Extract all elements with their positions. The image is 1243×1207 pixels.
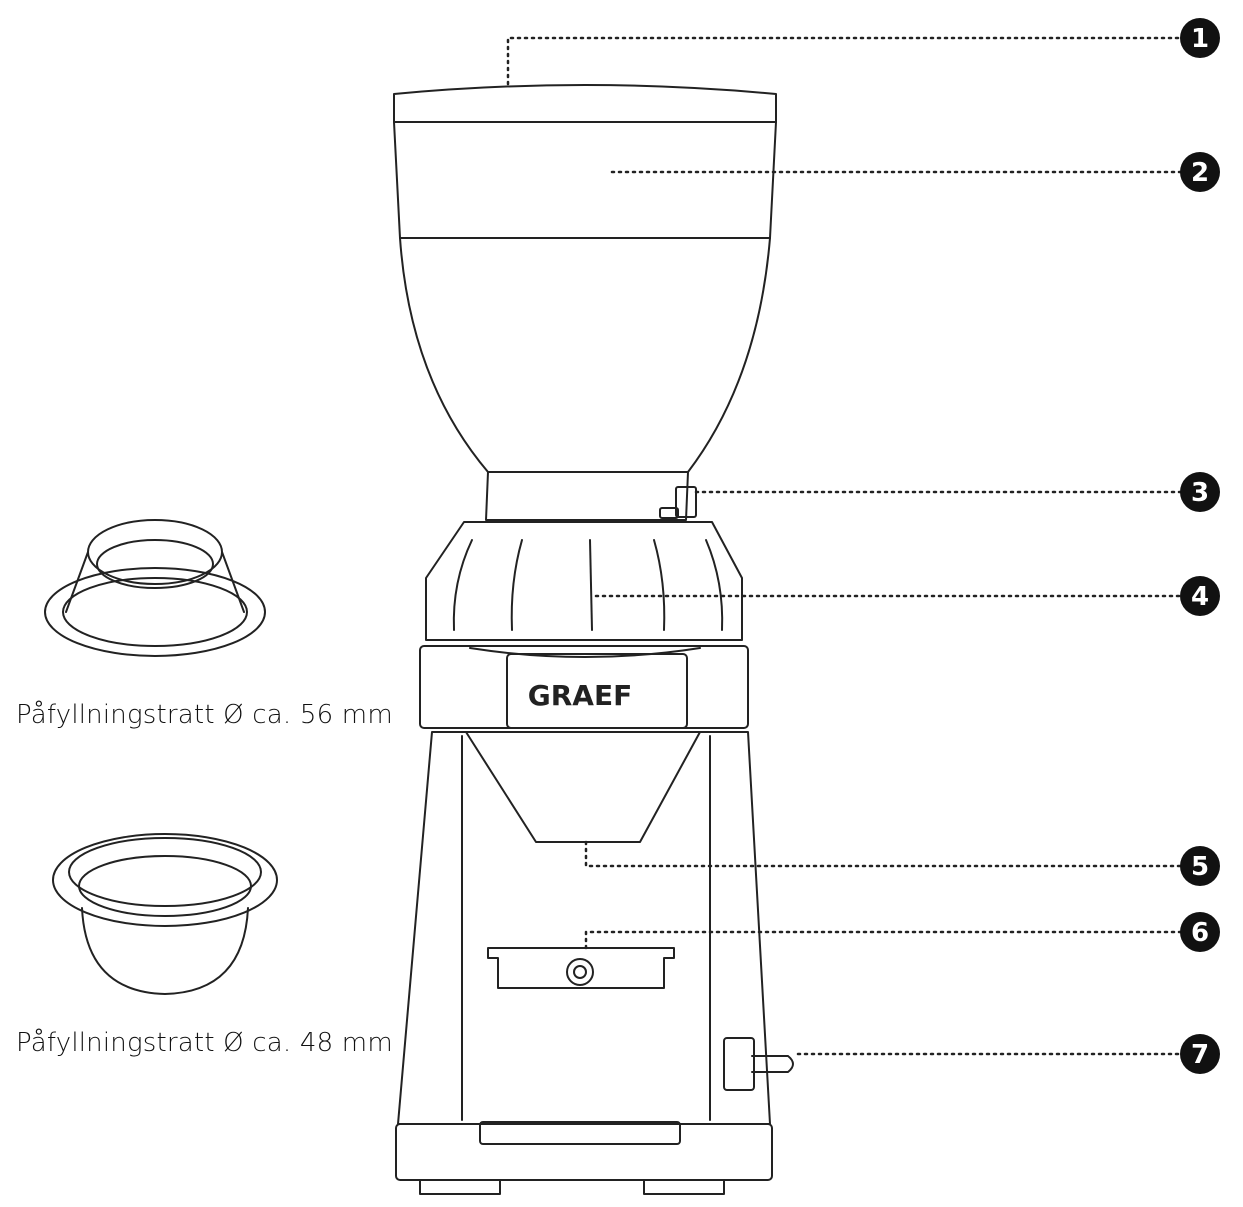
on-off-switch — [751, 1055, 794, 1073]
leader-lines — [506, 36, 1182, 1056]
funnel-56mm-caption: Påfyllningstratt Ø ca. 56 mm — [16, 700, 393, 730]
callout-2: 2 — [1180, 152, 1220, 192]
foot-left — [419, 1179, 501, 1195]
svg-text:6: 6 — [1191, 918, 1209, 948]
svg-text:1: 1 — [1191, 24, 1209, 54]
hopper-lock-base — [659, 507, 679, 519]
holder-knob — [566, 958, 594, 986]
holder-knob-inner — [573, 965, 587, 979]
hopper-lid — [393, 84, 777, 123]
portafilter-holder — [487, 947, 675, 989]
funnel-48mm-caption: Påfyllningstratt Ø ca. 48 mm — [16, 1028, 393, 1058]
callout-5: 5 — [1180, 846, 1220, 886]
svg-text:2: 2 — [1191, 158, 1209, 188]
svg-text:4: 4 — [1191, 582, 1209, 612]
ring-rib-4 — [653, 539, 666, 631]
switch-housing — [723, 1037, 755, 1091]
svg-text:3: 3 — [1191, 478, 1209, 508]
funnel-56mm — [44, 519, 266, 657]
brand-logo: GRAEF — [528, 679, 632, 712]
ring-rib-3 — [589, 539, 593, 631]
callout-6: 6 — [1180, 912, 1220, 952]
grind-adjust-ring — [425, 521, 743, 641]
ring-rib-5 — [705, 539, 724, 631]
callout-1: 1 — [1180, 18, 1220, 58]
hopper-neck — [485, 471, 689, 521]
grinder-body — [397, 731, 771, 1125]
bean-hopper — [393, 121, 777, 473]
foot-right — [643, 1179, 725, 1195]
callout-4: 4 — [1180, 576, 1220, 616]
funnel-48mm — [52, 833, 278, 995]
grinder-base — [395, 1123, 773, 1181]
drip-tray — [479, 1121, 681, 1145]
ring-rib-2 — [510, 539, 523, 631]
svg-text:5: 5 — [1191, 852, 1209, 882]
brand-panel — [506, 653, 688, 729]
coffee-outlet-chute — [465, 731, 701, 843]
hopper-lock — [675, 486, 697, 518]
callout-3: 3 — [1180, 472, 1220, 512]
panel-top-arc — [469, 647, 701, 658]
svg-text:7: 7 — [1191, 1040, 1209, 1070]
callout-7: 7 — [1180, 1034, 1220, 1074]
ring-rib-1 — [452, 539, 473, 631]
